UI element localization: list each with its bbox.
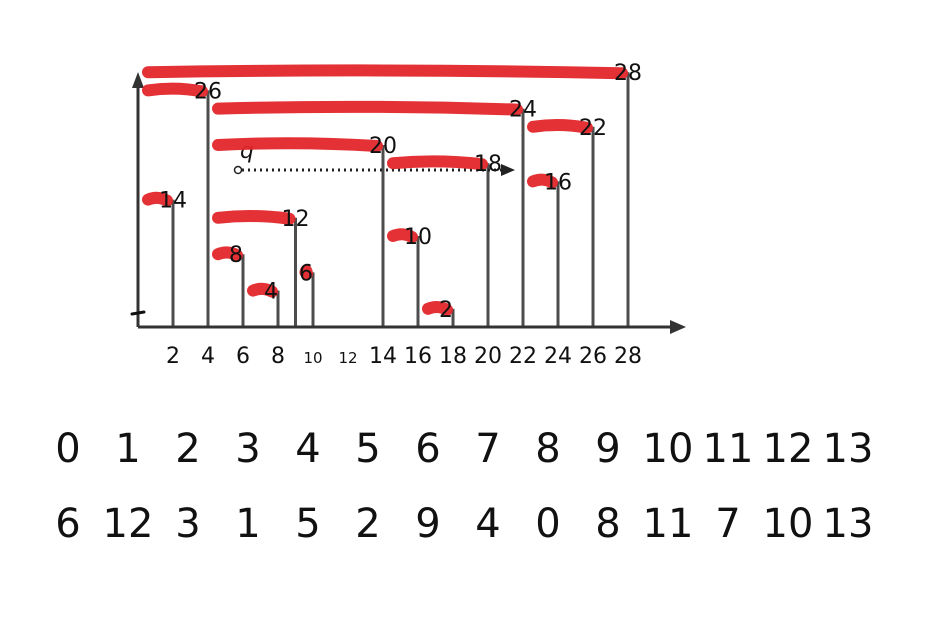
y-axis-tick [130,310,146,316]
value-number: 6 [55,501,80,547]
value-number: 0 [535,501,560,547]
segment-label-12: 12 [282,207,310,232]
marker-stroke-28 [142,64,628,80]
marker-stroke-16 [527,173,558,189]
x-tick-label: 8 [271,344,285,369]
index-number: 1 [115,426,140,472]
index-number: 0 [55,426,80,472]
segment-label-16: 16 [544,170,572,195]
value-number: 12 [103,501,154,547]
x-tick-label: 22 [509,344,537,369]
index-number: 6 [415,426,440,472]
index-number: 5 [355,426,380,472]
marker-stroke-22 [527,119,593,134]
index-number: 13 [823,426,874,472]
segment-label-8: 8 [229,243,243,268]
marker-stroke-8 [212,246,243,262]
marker-stroke-6 [299,264,313,280]
index-number: 8 [535,426,560,472]
marker-stroke-24 [212,100,523,116]
stems-layer [171,72,630,327]
value-number: 5 [295,501,320,547]
segment-label-10: 10 [404,225,432,250]
index-number: 10 [643,426,694,472]
segment-label-6: 6 [299,261,313,286]
axes-layer [130,72,686,334]
marker-stroke-20 [212,137,383,152]
x-tick-label: 24 [544,344,572,369]
marker-stroke-4 [247,282,278,298]
x-tick-label: 18 [439,344,467,369]
marker-stroke-14 [142,191,173,207]
value-number: 7 [715,501,740,547]
marker-stroke-18 [387,155,488,171]
x-tick-label: 10 [303,349,322,367]
y-axis-arrow-icon [132,72,144,88]
value-number: 8 [595,501,620,547]
x-tick-label: 12 [338,349,357,367]
value-number: 3 [175,501,200,547]
segment-label-24: 24 [509,98,537,123]
x-tick-label: 28 [614,344,642,369]
segment-label-2: 2 [439,298,453,323]
x-tick-label: 20 [474,344,502,369]
index-number: 11 [703,426,754,472]
index-number: 7 [475,426,500,472]
marker-stroke-10 [387,228,418,243]
query-start-dot [233,165,243,175]
segments-layer [142,64,628,316]
segment-label-14: 14 [159,189,187,214]
index-number: 2 [175,426,200,472]
value-number: 9 [415,501,440,547]
x-tick-label: 16 [404,344,432,369]
x-axis-arrow-icon [670,320,686,334]
segment-label-22: 22 [579,116,607,141]
index-number: 3 [235,426,260,472]
value-number: 13 [823,501,874,547]
index-number: 4 [295,426,320,472]
x-tick-label: 2 [166,344,180,369]
value-number: 10 [763,501,814,547]
query-arrow-head-icon [501,164,515,176]
segment-label-20: 20 [369,134,397,159]
index-number: 12 [763,426,814,472]
x-tick-label: 14 [369,344,397,369]
x-tick-label: 4 [201,344,215,369]
marker-stroke-12 [212,210,296,225]
marker-stroke-26 [142,82,208,98]
index-number: 9 [595,426,620,472]
x-tick-label: 26 [579,344,607,369]
value-number: 1 [235,501,260,547]
marker-stroke-2 [422,301,453,316]
value-number: 11 [643,501,694,547]
segment-label-18: 18 [474,152,502,177]
segment-label-28: 28 [614,61,642,86]
value-number: 2 [355,501,380,547]
segment-label-4: 4 [264,280,278,305]
x-tick-label: 6 [236,344,250,369]
segment-label-26: 26 [194,79,222,104]
value-number: 4 [475,501,500,547]
